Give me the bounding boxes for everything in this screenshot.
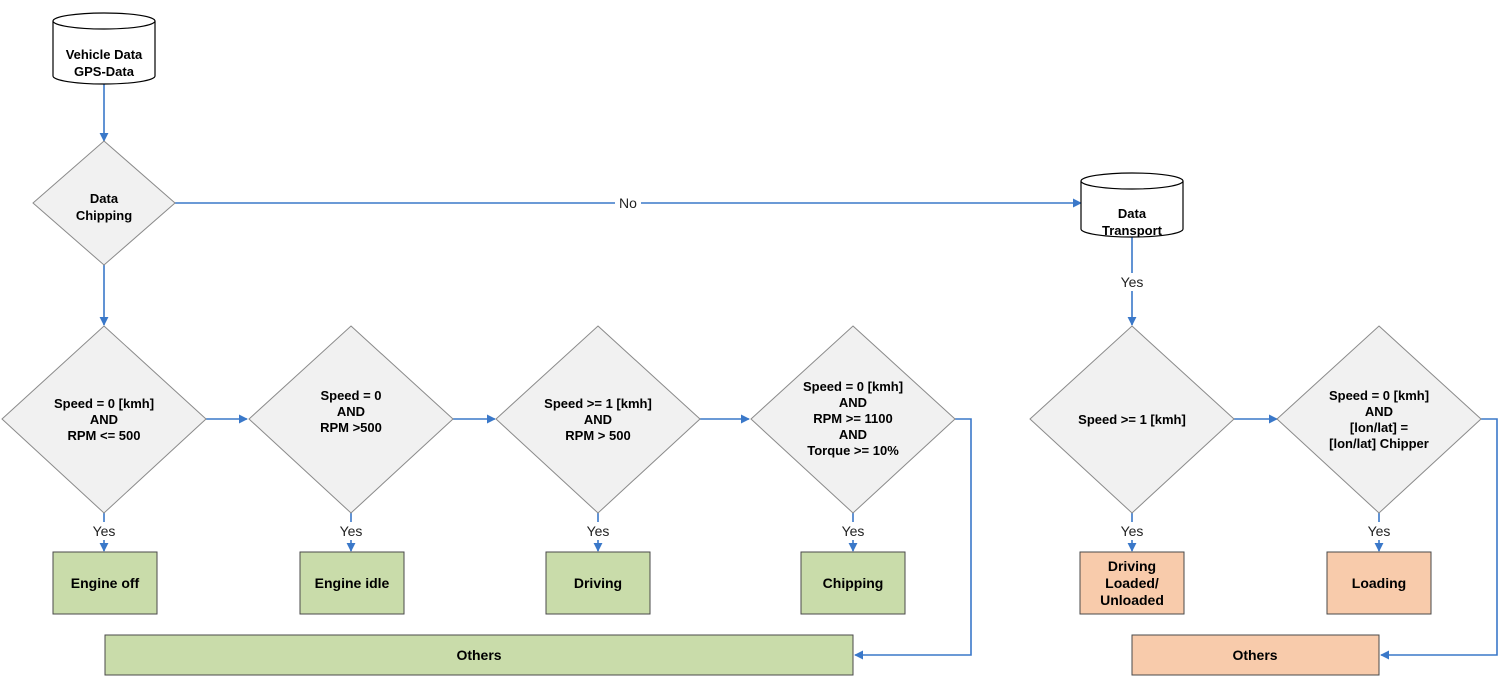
state-driving: Driving [545, 551, 651, 615]
driving_loaded-line-2: Loaded/ [1105, 575, 1159, 591]
driving_loaded-line-1: Driving [1108, 558, 1156, 574]
d2-line-2: AND [337, 404, 365, 419]
transport-line-1: Data [1118, 206, 1147, 221]
others_left-line-1: Others [456, 647, 501, 663]
d6-line-3: [lon/lat] = [1350, 420, 1409, 435]
d4-line-3: RPM >= 1100 [813, 411, 893, 426]
state-engine-off: Engine off [52, 551, 158, 615]
d4-line-5: Torque >= 10% [807, 443, 899, 458]
state-engine-idle: Engine idle [299, 551, 405, 615]
source-line-1: Vehicle Data [66, 47, 143, 62]
d2-line-1: Speed = 0 [320, 388, 381, 403]
edge-label-no: No [619, 195, 637, 211]
d4-line-4: AND [839, 427, 867, 442]
chipping-line-1: Chipping [823, 575, 884, 591]
chipping_decision-line-1: Data [90, 191, 119, 206]
state-loading: Loading [1326, 551, 1432, 615]
d1-line-3: RPM <= 500 [68, 428, 141, 443]
d6-line-2: AND [1365, 404, 1393, 419]
state-others-chipping: Others [104, 634, 854, 676]
d3-line-3: RPM > 500 [565, 428, 630, 443]
decision-transport-driving-condition: Speed >= 1 [kmh] [1029, 325, 1235, 514]
decision-d5-label: Speed >= 1 [kmh] [1078, 412, 1186, 427]
edge-label-yes-d6: Yes [1368, 523, 1391, 539]
d4-line-2: AND [839, 395, 867, 410]
others_right-line-1: Others [1232, 647, 1277, 663]
edge-label-yes-transport: Yes [1121, 274, 1144, 290]
state-others-right-label: Others [1232, 647, 1277, 663]
edge-label-yes-d2: Yes [340, 523, 363, 539]
engine_idle-line-1: Engine idle [315, 575, 390, 591]
d1-line-1: Speed = 0 [kmh] [54, 396, 154, 411]
transport-line-2: Transport [1102, 223, 1163, 238]
loading-line-1: Loading [1352, 575, 1406, 591]
d5-line-1: Speed >= 1 [kmh] [1078, 412, 1186, 427]
d3-line-1: Speed >= 1 [kmh] [544, 396, 652, 411]
engine_off-line-1: Engine off [71, 575, 140, 591]
d1-line-2: AND [90, 412, 118, 427]
edge-labels: No Yes Yes Yes Yes Yes Yes Yes [88, 194, 1395, 540]
edge-d6-to-others-right [1380, 418, 1498, 660]
state-loading-label: Loading [1352, 575, 1406, 591]
d6-line-1: Speed = 0 [kmh] [1329, 388, 1429, 403]
state-driving-label: Driving [574, 575, 622, 591]
edge-label-yes-d4: Yes [842, 523, 865, 539]
driving_loaded-line-3: Unloaded [1100, 592, 1164, 608]
driving-line-1: Driving [574, 575, 622, 591]
d3-line-2: AND [584, 412, 612, 427]
edge-d4-to-others-left [854, 418, 972, 660]
edge-label-yes-d3: Yes [587, 523, 610, 539]
decision-loading-condition: Speed = 0 [kmh]AND[lon/lat] =[lon/lat] C… [1276, 325, 1482, 514]
decision-d6-label: Speed = 0 [kmh]AND[lon/lat] =[lon/lat] C… [1329, 388, 1429, 451]
source-line-2: GPS-Data [74, 64, 135, 79]
d4-line-1: Speed = 0 [kmh] [803, 379, 903, 394]
state-engine-off-label: Engine off [71, 575, 140, 591]
d2-line-3: RPM >500 [320, 420, 382, 435]
edge-label-yes-d5: Yes [1121, 523, 1144, 539]
edge-label-yes-d1: Yes [93, 523, 116, 539]
state-others-left-label: Others [456, 647, 501, 663]
state-chipping: Chipping [800, 551, 906, 615]
chipping_decision-line-2: Chipping [76, 208, 132, 223]
d6-line-4: [lon/lat] Chipper [1329, 436, 1429, 451]
state-engine-idle-label: Engine idle [315, 575, 390, 591]
state-chipping-label: Chipping [823, 575, 884, 591]
state-others-transport: Others [1131, 634, 1380, 676]
